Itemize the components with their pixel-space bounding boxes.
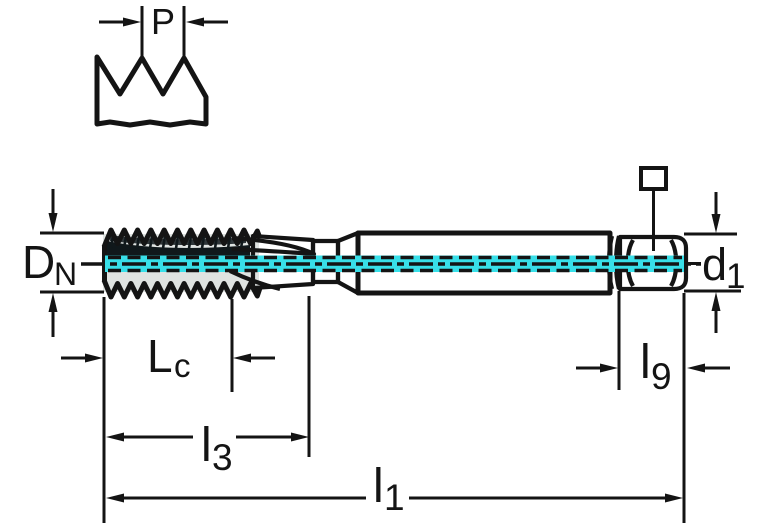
d1-label-sub: 1 — [726, 257, 745, 296]
dn-arrow-bottom — [48, 293, 58, 312]
flute-runout-leaf — [231, 235, 317, 257]
dimension-d1: d 1 — [684, 192, 745, 333]
l1-arrow-left — [106, 493, 124, 503]
dimension-lc: L c — [61, 299, 275, 392]
l3-label-sub: 3 — [212, 437, 233, 478]
l3-label: l — [201, 419, 212, 472]
square-drive-section — [617, 234, 689, 292]
dn-arrow-top — [48, 213, 58, 232]
thread-profile-shape — [94, 54, 209, 128]
thread-crest-top — [101, 227, 263, 248]
square-symbol — [639, 166, 668, 191]
pitch-arrow-right — [186, 17, 204, 27]
l1-label: l — [373, 460, 384, 513]
l1-label-sub: 1 — [384, 477, 405, 518]
lc-label-sub: c — [174, 347, 191, 384]
thread-crest-bottom — [101, 279, 263, 300]
d1-arrow-top — [711, 214, 721, 233]
dimension-dn: D N — [22, 189, 104, 337]
pitch-label: P — [151, 1, 175, 42]
dn-label-sub: N — [54, 256, 77, 292]
l9-label-sub: 9 — [651, 356, 672, 397]
dimension-l9: l 9 — [576, 291, 730, 397]
l3-arrow-left — [106, 432, 124, 442]
dimension-l1: l 1 — [102, 293, 686, 523]
l9-arrow-left — [600, 363, 618, 373]
flute-runout-sweep — [229, 269, 281, 292]
lc-arrow-right — [233, 353, 251, 363]
dn-label: D — [22, 236, 55, 288]
thread-profile-detail: P — [94, 1, 228, 128]
d1-arrow-bottom — [711, 292, 721, 311]
dimension-l3: l 3 — [106, 296, 311, 478]
square-drive-symbol — [639, 166, 668, 251]
l3-arrow-right — [291, 432, 309, 442]
tap-body — [81, 166, 701, 300]
pitch-arrow-left — [123, 17, 141, 27]
l9-label: l — [640, 336, 651, 389]
d1-label: d — [702, 239, 727, 290]
lc-arrow-left — [85, 353, 103, 363]
centerline-highlight — [105, 255, 684, 272]
dimension-pitch: P — [99, 1, 228, 57]
lc-label: L — [147, 330, 173, 382]
l1-arrow-right — [665, 493, 683, 503]
l9-arrow-right — [687, 363, 705, 373]
centerline — [81, 255, 701, 273]
